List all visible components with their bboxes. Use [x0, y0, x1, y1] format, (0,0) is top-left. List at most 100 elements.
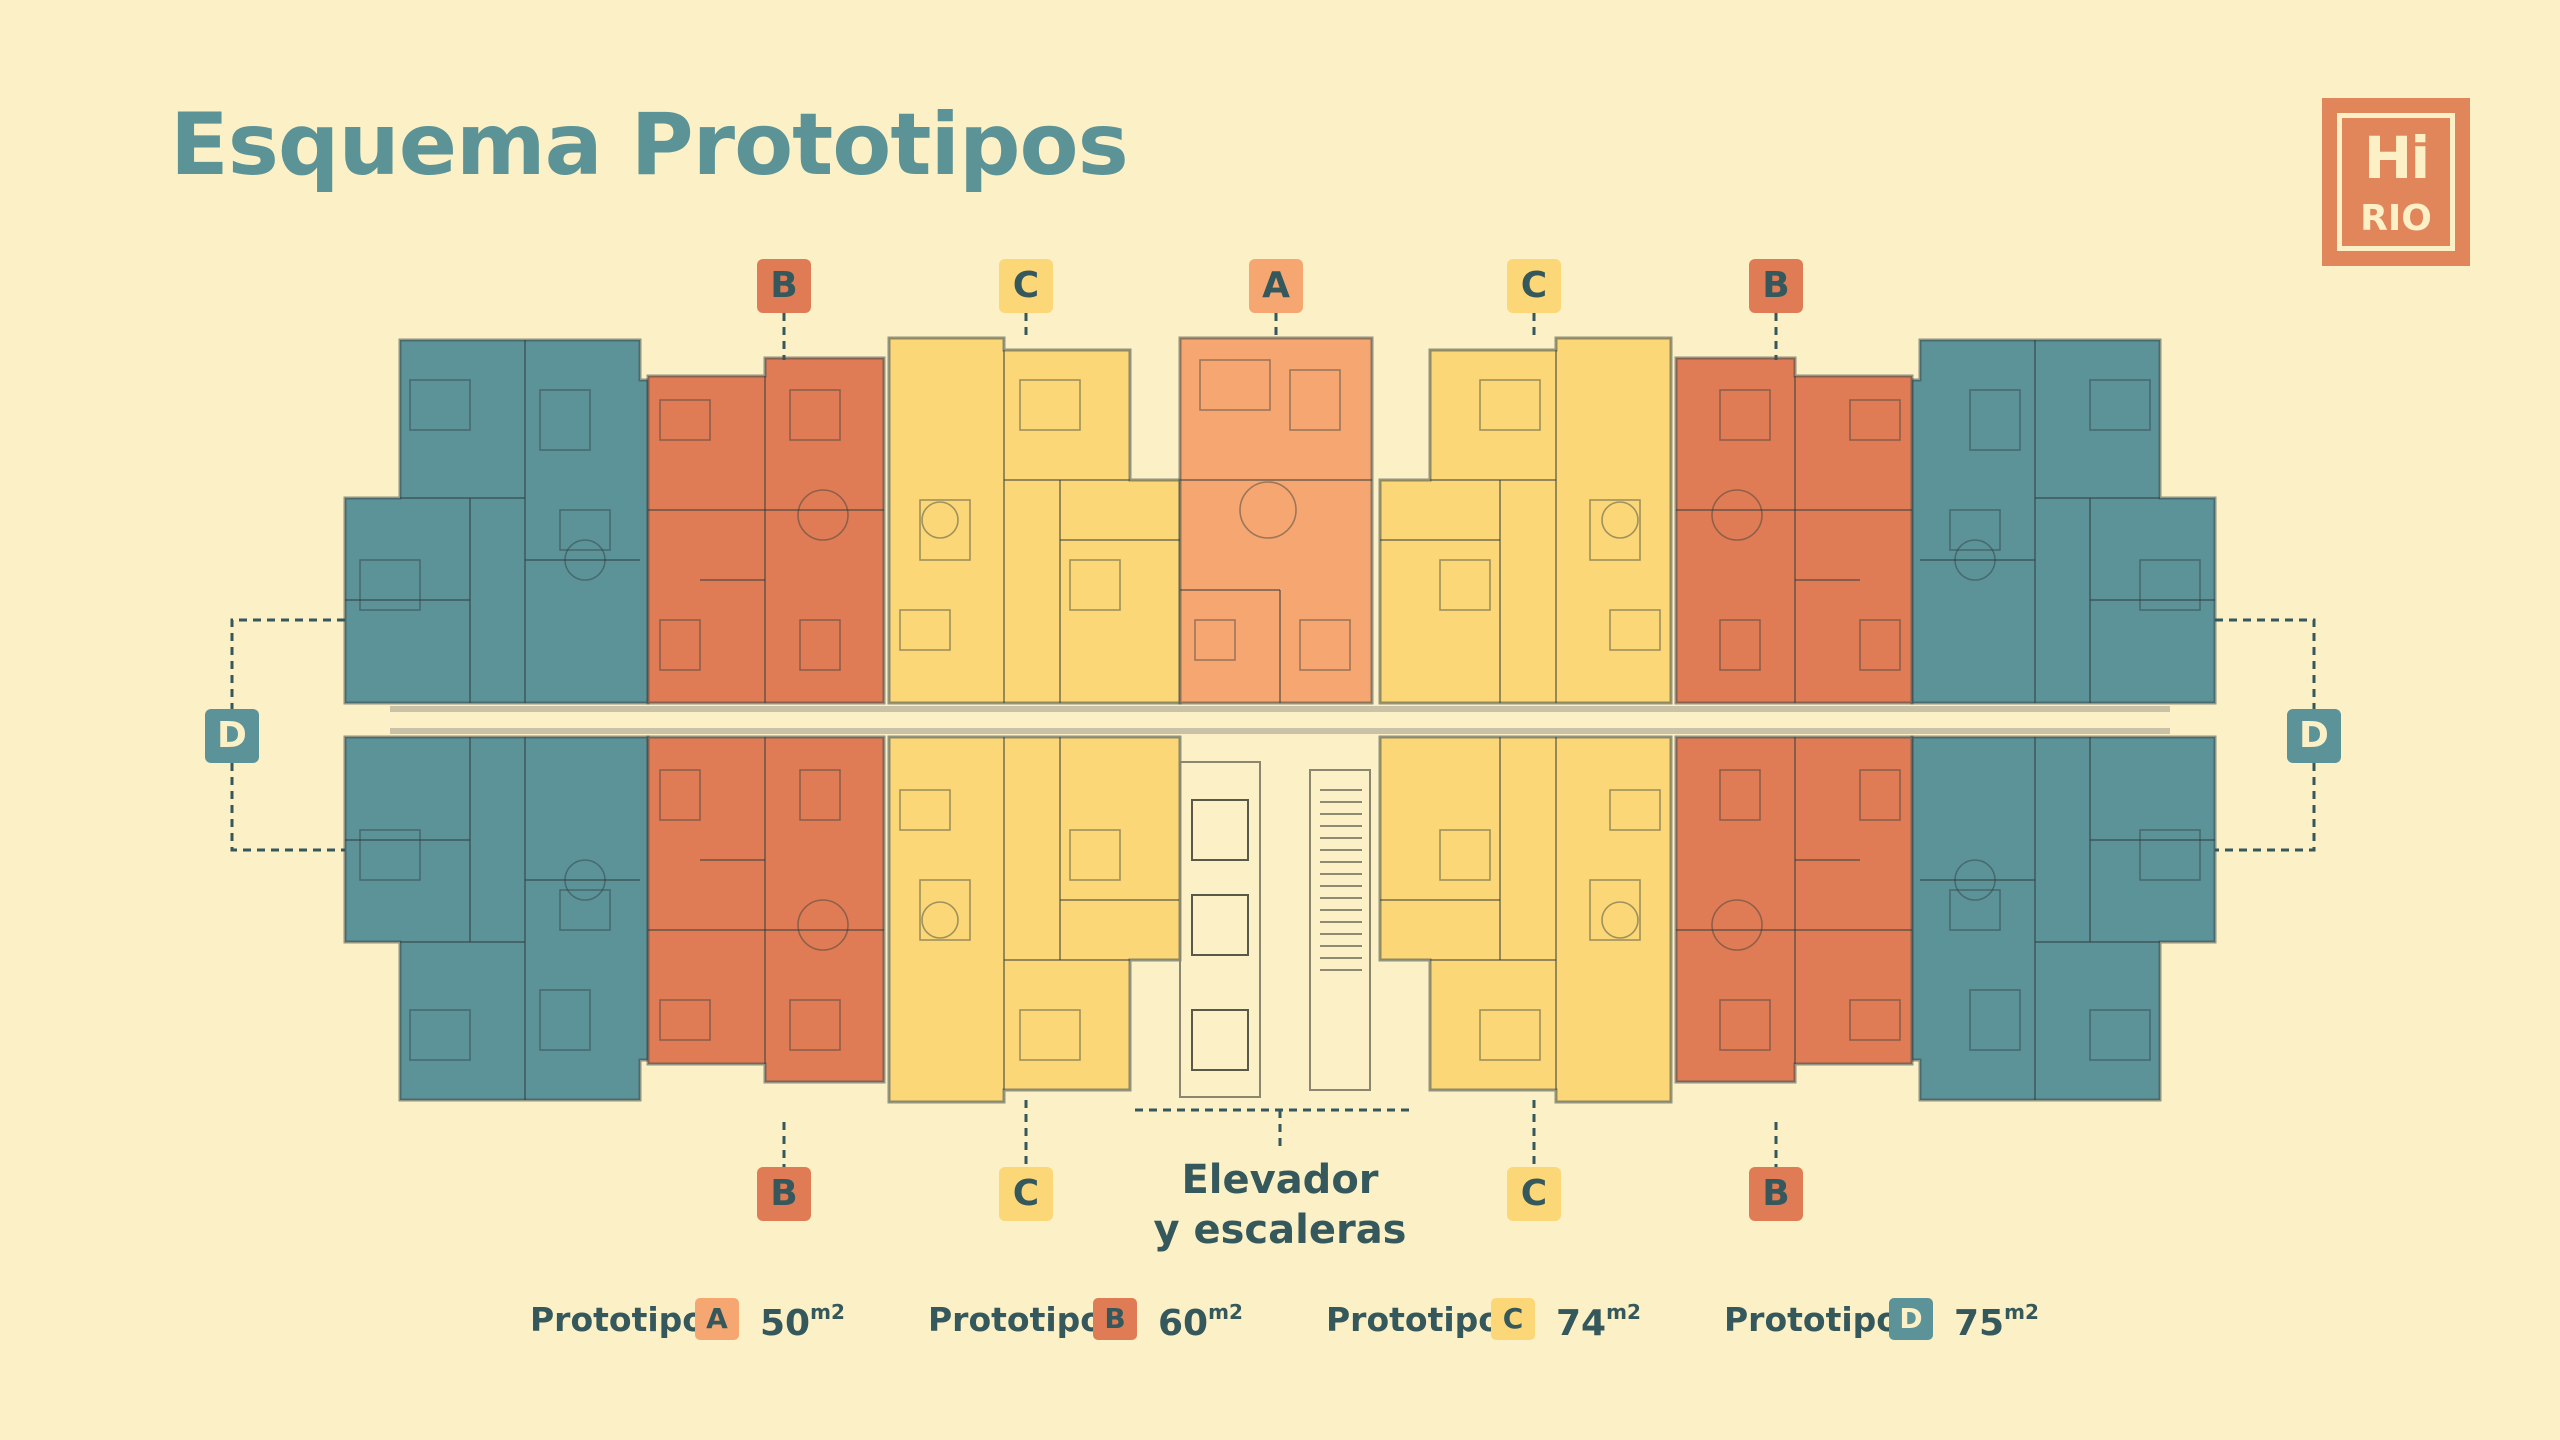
furniture	[409, 1009, 471, 1061]
unit-b-bottom-left	[646, 735, 886, 1084]
furniture	[2139, 829, 2201, 881]
legend-area-unit: m2	[1606, 1300, 1641, 1324]
legend-area-unit: m2	[1208, 1300, 1243, 1324]
legend-badge-a: A	[695, 1298, 739, 1340]
unit-c-bottom-right	[1378, 735, 1673, 1104]
unit-c-top-right	[1378, 336, 1673, 705]
legend-area-value: 74	[1556, 1303, 1607, 1344]
legend-area-b: 60m2	[1158, 1300, 1243, 1344]
badge-c-bottom-left: C	[999, 1167, 1053, 1221]
furniture	[1589, 879, 1641, 941]
furniture	[2089, 379, 2151, 431]
legend-area-unit: m2	[810, 1300, 845, 1324]
furniture	[1719, 999, 1771, 1051]
furniture	[1719, 389, 1771, 441]
unit-d-top-left	[343, 338, 650, 705]
unit-b-top-right	[1674, 356, 1914, 705]
elevator-label-line1: Elevador	[1181, 1157, 1379, 1203]
furniture	[789, 999, 841, 1051]
page-title: Esquema Prototipos	[170, 95, 1129, 195]
furniture	[539, 389, 591, 451]
furniture	[1949, 889, 2001, 931]
furniture	[921, 501, 959, 539]
elevator-shaft	[1179, 761, 1261, 1098]
leader-line	[2215, 763, 2316, 852]
furniture	[564, 539, 606, 581]
furniture	[921, 901, 959, 939]
badge-c-top-left: C	[999, 259, 1053, 313]
furniture	[899, 789, 951, 831]
legend-area-unit: m2	[2004, 1300, 2039, 1324]
legend-area-a: 50m2	[760, 1300, 845, 1344]
furniture	[659, 619, 701, 671]
legend-label: Prototipo	[928, 1300, 1103, 1339]
unit-shape	[1910, 338, 2217, 705]
unit-shape	[1378, 735, 1673, 1104]
legend-badge-b: B	[1093, 1298, 1137, 1340]
furniture	[1859, 769, 1901, 821]
furniture	[1194, 619, 1236, 661]
badge-d-left: D	[205, 709, 259, 763]
badge-d-right: D	[2287, 709, 2341, 763]
corridor-edge	[390, 728, 2170, 734]
furniture	[1711, 489, 1763, 541]
legend-area-d: 75m2	[1954, 1300, 2039, 1344]
furniture	[559, 889, 611, 931]
furniture	[1239, 481, 1297, 539]
furniture	[1479, 1009, 1541, 1061]
legend-label: Prototipo	[1724, 1300, 1899, 1339]
unit-b-top-left	[646, 356, 886, 705]
unit-shape	[887, 336, 1182, 705]
elevator-cab	[1191, 1009, 1249, 1071]
legend-area-value: 75	[1954, 1303, 2005, 1344]
legend-label: Prototipo	[530, 1300, 705, 1339]
furniture	[539, 989, 591, 1051]
legend-label: Prototipo	[1326, 1300, 1501, 1339]
furniture	[1479, 379, 1541, 431]
furniture	[1199, 359, 1271, 411]
furniture	[799, 769, 841, 821]
badge-b-bottom-left: B	[757, 1167, 811, 1221]
unit-shape	[1910, 735, 2217, 1102]
unit-shape	[343, 735, 650, 1102]
furniture	[1069, 559, 1121, 611]
furniture	[899, 609, 951, 651]
unit-d-bottom-left	[343, 735, 650, 1102]
badge-a-top: A	[1249, 259, 1303, 313]
furniture	[1949, 509, 2001, 551]
furniture	[1719, 619, 1761, 671]
furniture	[1719, 769, 1761, 821]
legend-area-value: 50	[760, 1303, 811, 1344]
badge-b-top-right: B	[1749, 259, 1803, 313]
furniture	[1601, 901, 1639, 939]
leader-line	[230, 763, 345, 852]
plan-units	[343, 336, 2217, 1104]
furniture	[659, 769, 701, 821]
leader-line	[230, 618, 345, 709]
furniture	[1069, 829, 1121, 881]
furniture	[1969, 389, 2021, 451]
furniture	[359, 559, 421, 611]
furniture	[1439, 829, 1491, 881]
furniture	[1609, 609, 1661, 651]
stair-shaft	[1309, 769, 1371, 1091]
furniture	[1711, 899, 1763, 951]
unit-c-bottom-left	[887, 735, 1182, 1104]
furniture	[1289, 369, 1341, 431]
legend-area-value: 60	[1158, 1303, 1209, 1344]
unit-a-top	[1178, 336, 1374, 705]
furniture	[797, 899, 849, 951]
furniture	[659, 399, 711, 441]
elevator-label-line2: y escaleras	[1153, 1207, 1407, 1253]
furniture	[1969, 989, 2021, 1051]
furniture	[1859, 619, 1901, 671]
furniture	[659, 999, 711, 1041]
plan-leaders	[230, 313, 2316, 1167]
furniture	[559, 509, 611, 551]
hirio-logo: Hi RIO	[2322, 98, 2470, 266]
badge-b-top-left: B	[757, 259, 811, 313]
furniture	[1954, 539, 1996, 581]
plan-core	[1135, 761, 1410, 1112]
furniture	[789, 389, 841, 441]
